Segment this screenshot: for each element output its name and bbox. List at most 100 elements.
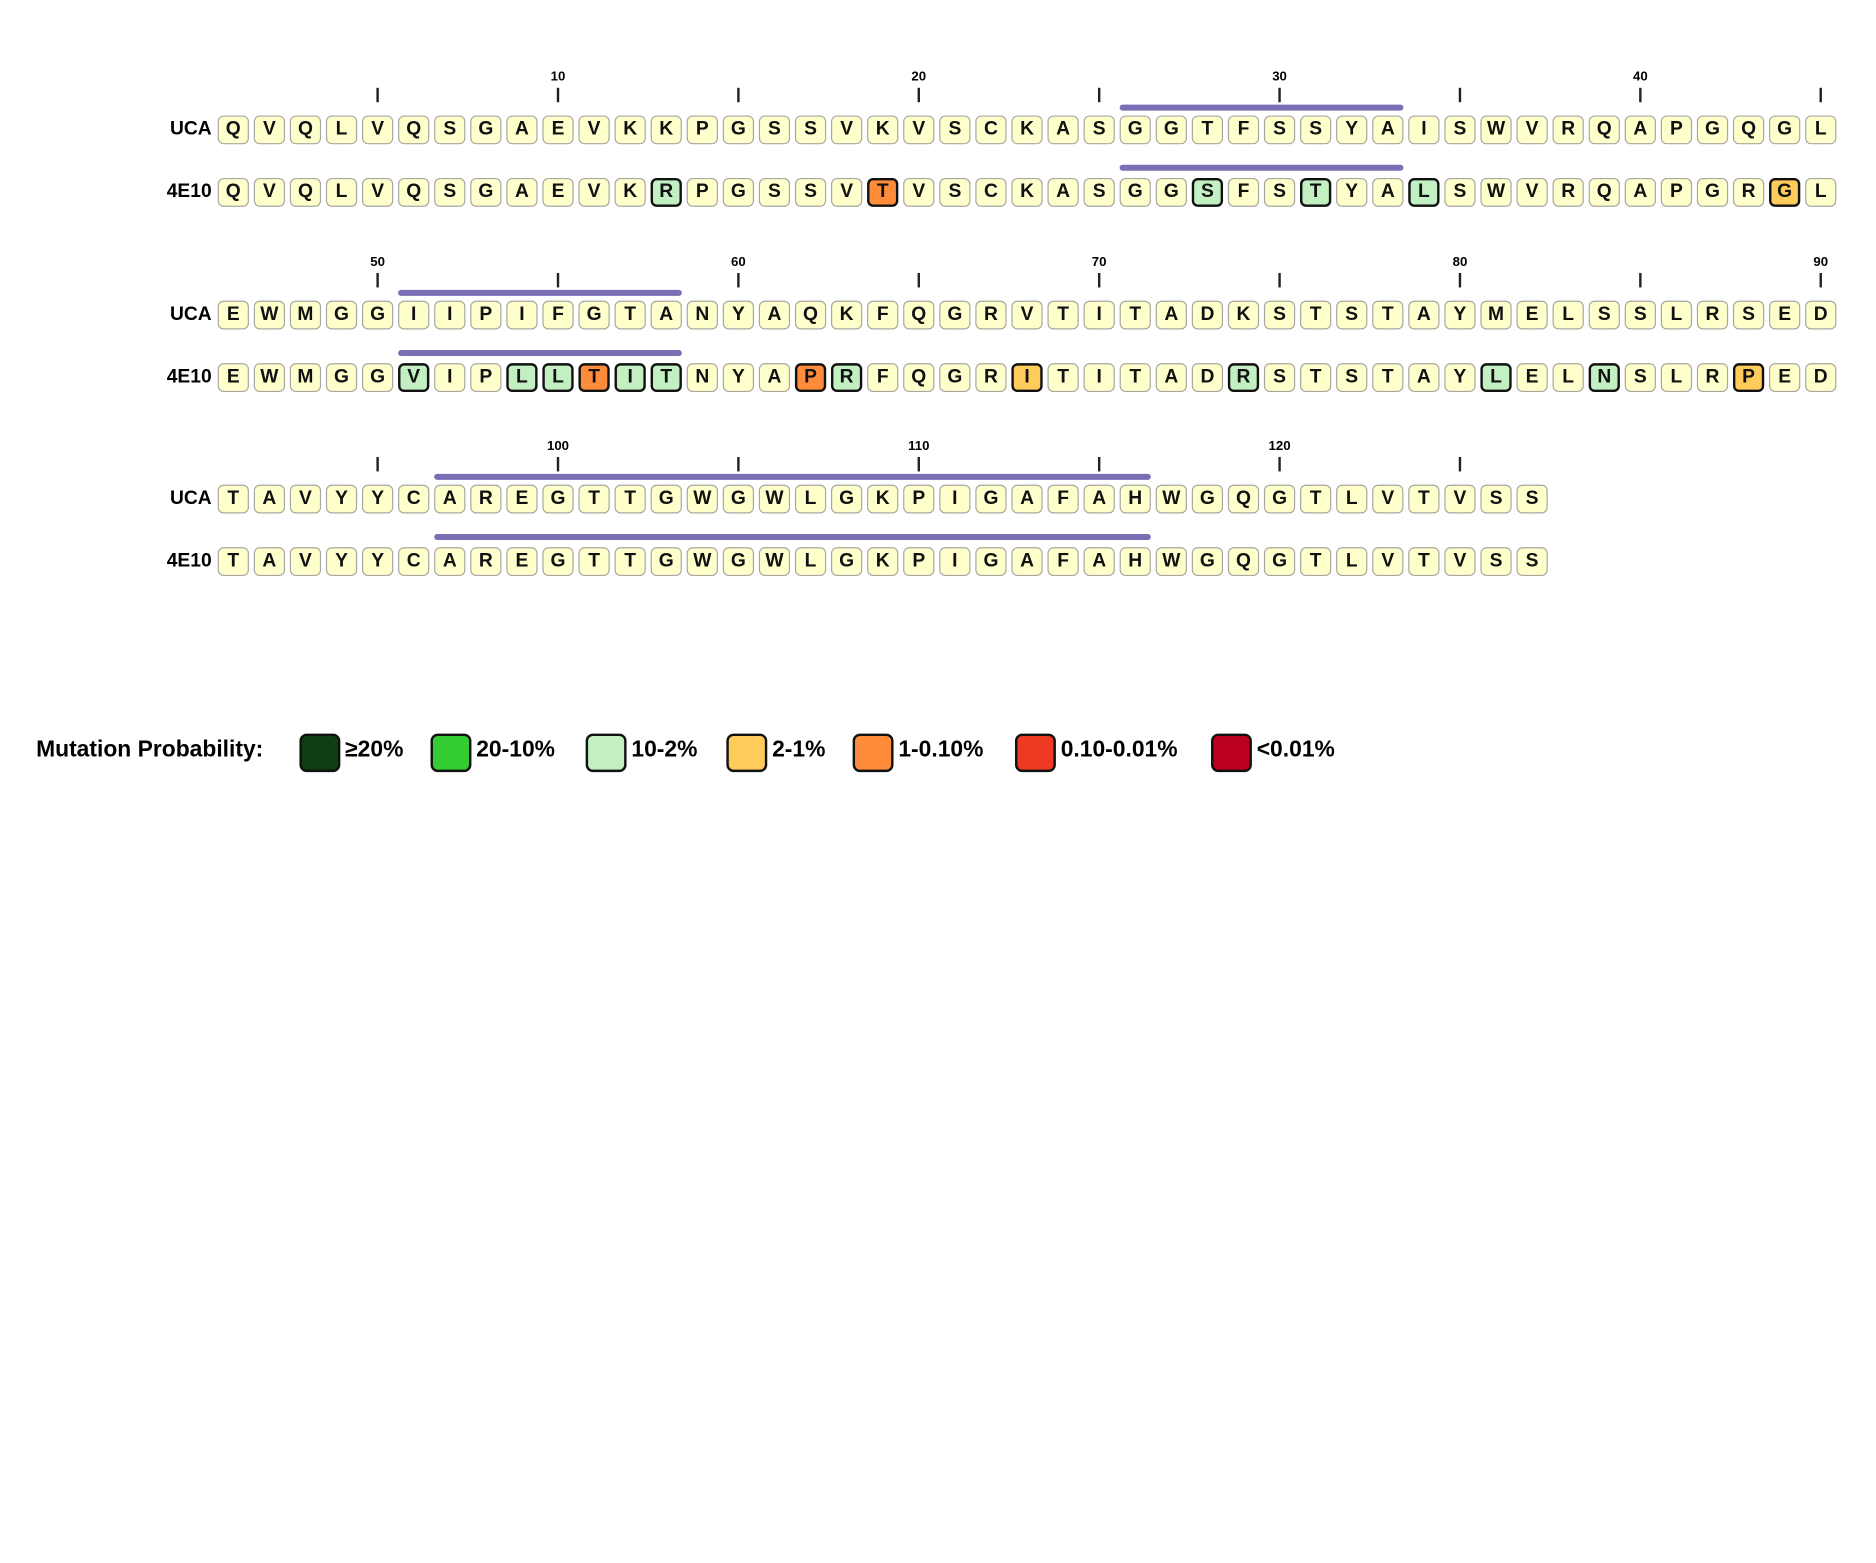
legend-label: 2-1% <box>772 737 826 763</box>
residue-mut: D <box>1805 363 1837 393</box>
residue-mut: S <box>1444 177 1476 207</box>
residue-ref: C <box>398 484 430 514</box>
residue-mut: R <box>975 363 1007 393</box>
position-tick <box>1097 456 1101 472</box>
residue-ref: K <box>867 115 899 145</box>
residue-mut: A <box>1408 363 1440 393</box>
legend-label: ≥20% <box>345 737 404 763</box>
residue-mut: S <box>1336 363 1368 393</box>
residue-mut: W <box>758 547 791 577</box>
legend-swatch <box>299 733 341 773</box>
residue-ref: T <box>1191 115 1224 145</box>
residue-ref: Y <box>1444 300 1476 330</box>
residue-mut: G <box>1155 177 1187 207</box>
residue-mut: L <box>325 177 358 207</box>
residue-ref: A <box>506 115 538 145</box>
residue-ref: N <box>686 300 718 330</box>
residue-mut: S <box>939 177 971 207</box>
residue-mut: A <box>506 177 538 207</box>
position-tick <box>1639 87 1642 103</box>
residue-ref: G <box>1191 484 1224 514</box>
residue-mut: Y <box>1444 363 1476 393</box>
residue-mut: K <box>1011 177 1043 207</box>
residue-ref: A <box>1155 300 1187 330</box>
residue-mut: L <box>794 547 827 577</box>
residue-mut: N <box>686 363 718 393</box>
residue-mut: L <box>1805 177 1837 207</box>
residue-mut: I <box>939 547 971 577</box>
residue-ref: S <box>939 115 971 145</box>
residue-mut: G <box>325 363 358 393</box>
residue-ref: H <box>1119 484 1151 514</box>
residue-mut: E <box>217 363 249 393</box>
residue-ref: S <box>1300 115 1332 145</box>
residue-ref: G <box>325 300 358 330</box>
residue-ref: S <box>1624 300 1656 330</box>
residue-mut: T <box>578 547 610 577</box>
residue-ref: G <box>650 484 682 514</box>
residue-ref: K <box>1227 300 1260 330</box>
residue-ref: D <box>1191 300 1224 330</box>
residue-ref: S <box>794 115 827 145</box>
residue-mut: C <box>398 547 430 577</box>
residue-ref: R <box>1552 115 1584 145</box>
residue-ref: S <box>1516 484 1548 514</box>
residue-mutated: V <box>398 363 430 393</box>
residue-ref: W <box>758 484 791 514</box>
residue-mut: A <box>1372 177 1404 207</box>
residue-ref: T <box>1408 484 1440 514</box>
residue-mut: V <box>253 177 286 207</box>
residue-mut: G <box>361 363 394 393</box>
residue-ref: V <box>289 484 322 514</box>
residue-mut: G <box>830 547 863 577</box>
residue-mut: P <box>903 547 935 577</box>
residue-ref: I <box>434 300 466 330</box>
position-tick <box>737 456 740 472</box>
legend-label: 1-0.10% <box>898 737 984 763</box>
residue-ref: A <box>1624 115 1656 145</box>
residue-ref: T <box>217 484 249 514</box>
residue-ref: E <box>1769 300 1801 330</box>
position-label: 40 <box>1632 69 1648 85</box>
residue-ref: I <box>1083 300 1115 330</box>
residue-mut: A <box>253 547 286 577</box>
legend-label: <0.01% <box>1256 737 1335 763</box>
residue-mut: G <box>1696 177 1729 207</box>
residue-mut: L <box>1660 363 1693 393</box>
residue-ref: E <box>542 115 574 145</box>
residue-ref: S <box>1336 300 1368 330</box>
position-tick <box>556 87 560 103</box>
residue-ref: P <box>686 115 718 145</box>
residue-mutated: R <box>650 177 682 207</box>
residue-ref: K <box>1011 115 1043 145</box>
cdr-bar-ref <box>398 289 682 296</box>
sequence-label-ref: UCA <box>169 488 212 509</box>
residue-mut: W <box>253 363 286 393</box>
residue-mutated: P <box>1732 363 1765 393</box>
position-tick <box>1278 456 1281 472</box>
residue-ref: G <box>1119 115 1151 145</box>
sequence-label-ref: UCA <box>169 119 212 140</box>
residue-mut: V <box>1516 177 1548 207</box>
legend-label: 0.10-0.01% <box>1060 737 1178 763</box>
sequence-label-ref: UCA <box>169 304 212 325</box>
residue-mut: Q <box>1227 547 1260 577</box>
residue-ref: V <box>1444 484 1476 514</box>
cdr-bar-mut <box>434 533 1151 540</box>
residue-ref: A <box>253 484 286 514</box>
residue-ref: M <box>289 300 322 330</box>
residue-mut: S <box>1516 547 1548 577</box>
residue-ref: G <box>1696 115 1729 145</box>
residue-ref: A <box>1408 300 1440 330</box>
residue-mut: T <box>1119 363 1151 393</box>
residue-ref: E <box>506 484 538 514</box>
residue-mut: V <box>903 177 935 207</box>
residue-ref: Q <box>903 300 935 330</box>
position-tick <box>917 456 920 472</box>
residue-mutated: L <box>1408 177 1440 207</box>
residue-mut: A <box>1047 177 1079 207</box>
residue-ref: A <box>758 300 791 330</box>
